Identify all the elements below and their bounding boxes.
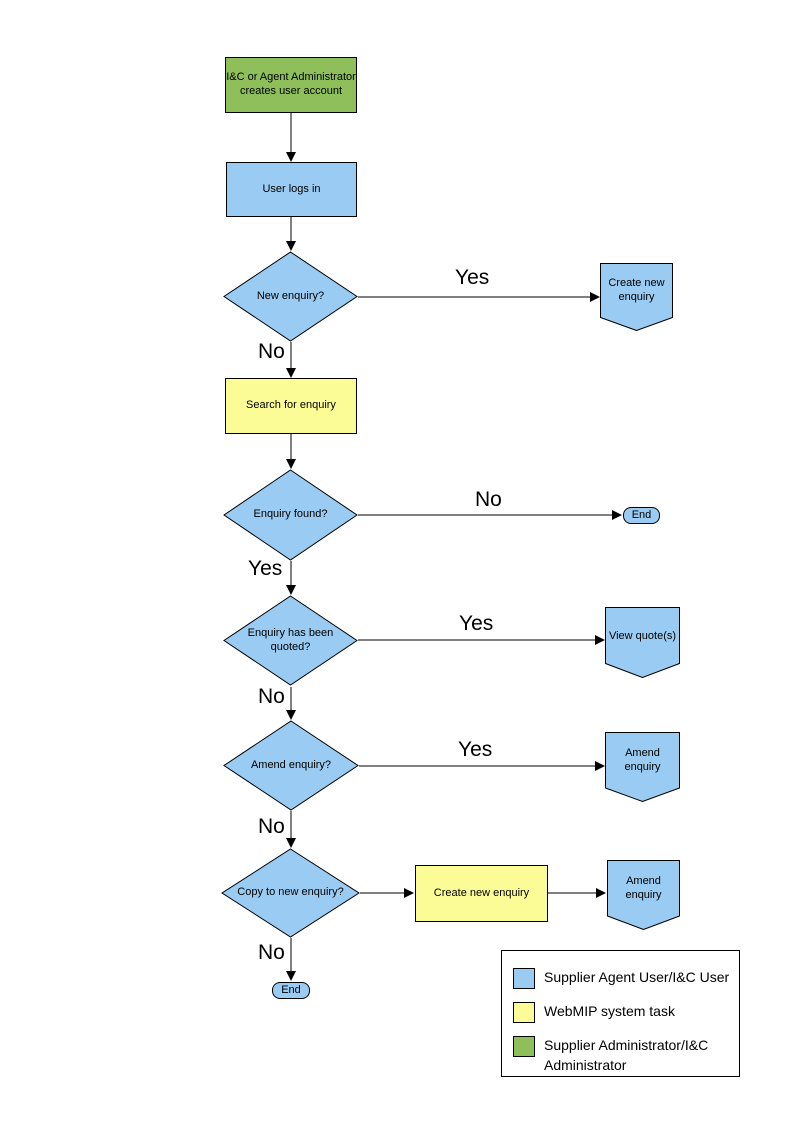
decision-enquiry-quoted-label: Enquiry has been quoted? [247, 626, 334, 653]
decision-copy-to-new-enquiry: Copy to new enquiry? [221, 848, 360, 938]
legend-swatch-admin [513, 1036, 535, 1057]
process-create-user-account-label: I&C or Agent Administrator creates user … [226, 71, 356, 97]
edge-label-no-copy: No [258, 941, 285, 964]
edge-label-yes-quoted: Yes [459, 612, 494, 635]
legend-label-system: WebMIP system task [544, 1003, 675, 1019]
process-user-logs-in: User logs in [226, 162, 357, 217]
legend-swatch-user [513, 968, 535, 989]
decision-enquiry-found: Enquiry found? [223, 469, 358, 561]
process-user-logs-in-label: User logs in [262, 182, 321, 195]
pentagon-shape [600, 263, 673, 331]
process-search-for-enquiry: Search for enquiry [225, 378, 357, 434]
legend: Supplier Agent User/I&C User WebMIP syst… [501, 950, 740, 1077]
edge-label-yes-amend: Yes [458, 738, 493, 761]
legend-label-user: Supplier Agent User/I&C User [544, 969, 730, 985]
offpage-view-quotes-label: View quote(s) [608, 629, 677, 642]
process-create-new-enquiry: Create new enquiry [415, 865, 548, 922]
pentagon-shape [605, 607, 680, 678]
edge-label-yes-enquiry-found: Yes [248, 557, 283, 580]
offpage-amend-enquiry-2: Amend enquiry [607, 860, 680, 930]
edge-label-no-enquiry-found: No [475, 488, 502, 511]
decision-copy-to-new-enquiry-label: Copy to new enquiry? [237, 886, 344, 899]
terminal-end-2: End [272, 982, 310, 999]
offpage-create-new-enquiry-label: Create new enquiry [608, 277, 665, 303]
offpage-amend-enquiry-1-label: Amend enquiry [624, 747, 661, 773]
legend-row-admin: Supplier Administrator/I&C Administrator [513, 1036, 731, 1075]
pentagon-shape [605, 732, 680, 802]
offpage-amend-enquiry-1: Amend enquiry [605, 732, 680, 802]
legend-row-system: WebMIP system task [513, 1002, 731, 1023]
edge-label-no-quoted: No [258, 685, 285, 708]
decision-amend-enquiry-label: Amend enquiry? [250, 758, 332, 771]
edge-label-yes-new-enquiry: Yes [455, 266, 490, 289]
legend-row-user: Supplier Agent User/I&C User [513, 968, 731, 989]
edge-label-no-amend: No [258, 815, 285, 838]
pentagon-shape [607, 860, 680, 930]
diamond-shape [223, 469, 358, 561]
legend-swatch-system [513, 1002, 535, 1023]
diamond-shape [223, 251, 358, 342]
diamond-shape [223, 595, 358, 686]
decision-new-enquiry: New enquiry? [223, 251, 358, 342]
process-create-new-enquiry-label: Create new enquiry [433, 886, 530, 899]
terminal-end-1-label: End [631, 508, 652, 521]
offpage-create-new-enquiry: Create new enquiry [600, 263, 673, 331]
decision-enquiry-found-label: Enquiry found? [253, 508, 328, 521]
decision-enquiry-quoted: Enquiry has been quoted? [223, 595, 358, 686]
process-search-for-enquiry-label: Search for enquiry [246, 399, 336, 412]
diamond-shape [223, 720, 359, 811]
process-create-user-account: I&C or Agent Administrator creates user … [225, 57, 357, 113]
offpage-view-quotes: View quote(s) [605, 607, 680, 678]
decision-amend-enquiry: Amend enquiry? [223, 720, 359, 811]
diamond-shape [221, 848, 360, 938]
legend-label-admin: Supplier Administrator/I&C Administrator [544, 1037, 709, 1073]
edge-label-no-new-enquiry: No [258, 340, 285, 363]
offpage-amend-enquiry-2-label: Amend enquiry [625, 875, 662, 901]
terminal-end-2-label: End [281, 983, 301, 996]
decision-new-enquiry-label: New enquiry? [256, 289, 325, 302]
terminal-end-1: End [623, 507, 660, 524]
